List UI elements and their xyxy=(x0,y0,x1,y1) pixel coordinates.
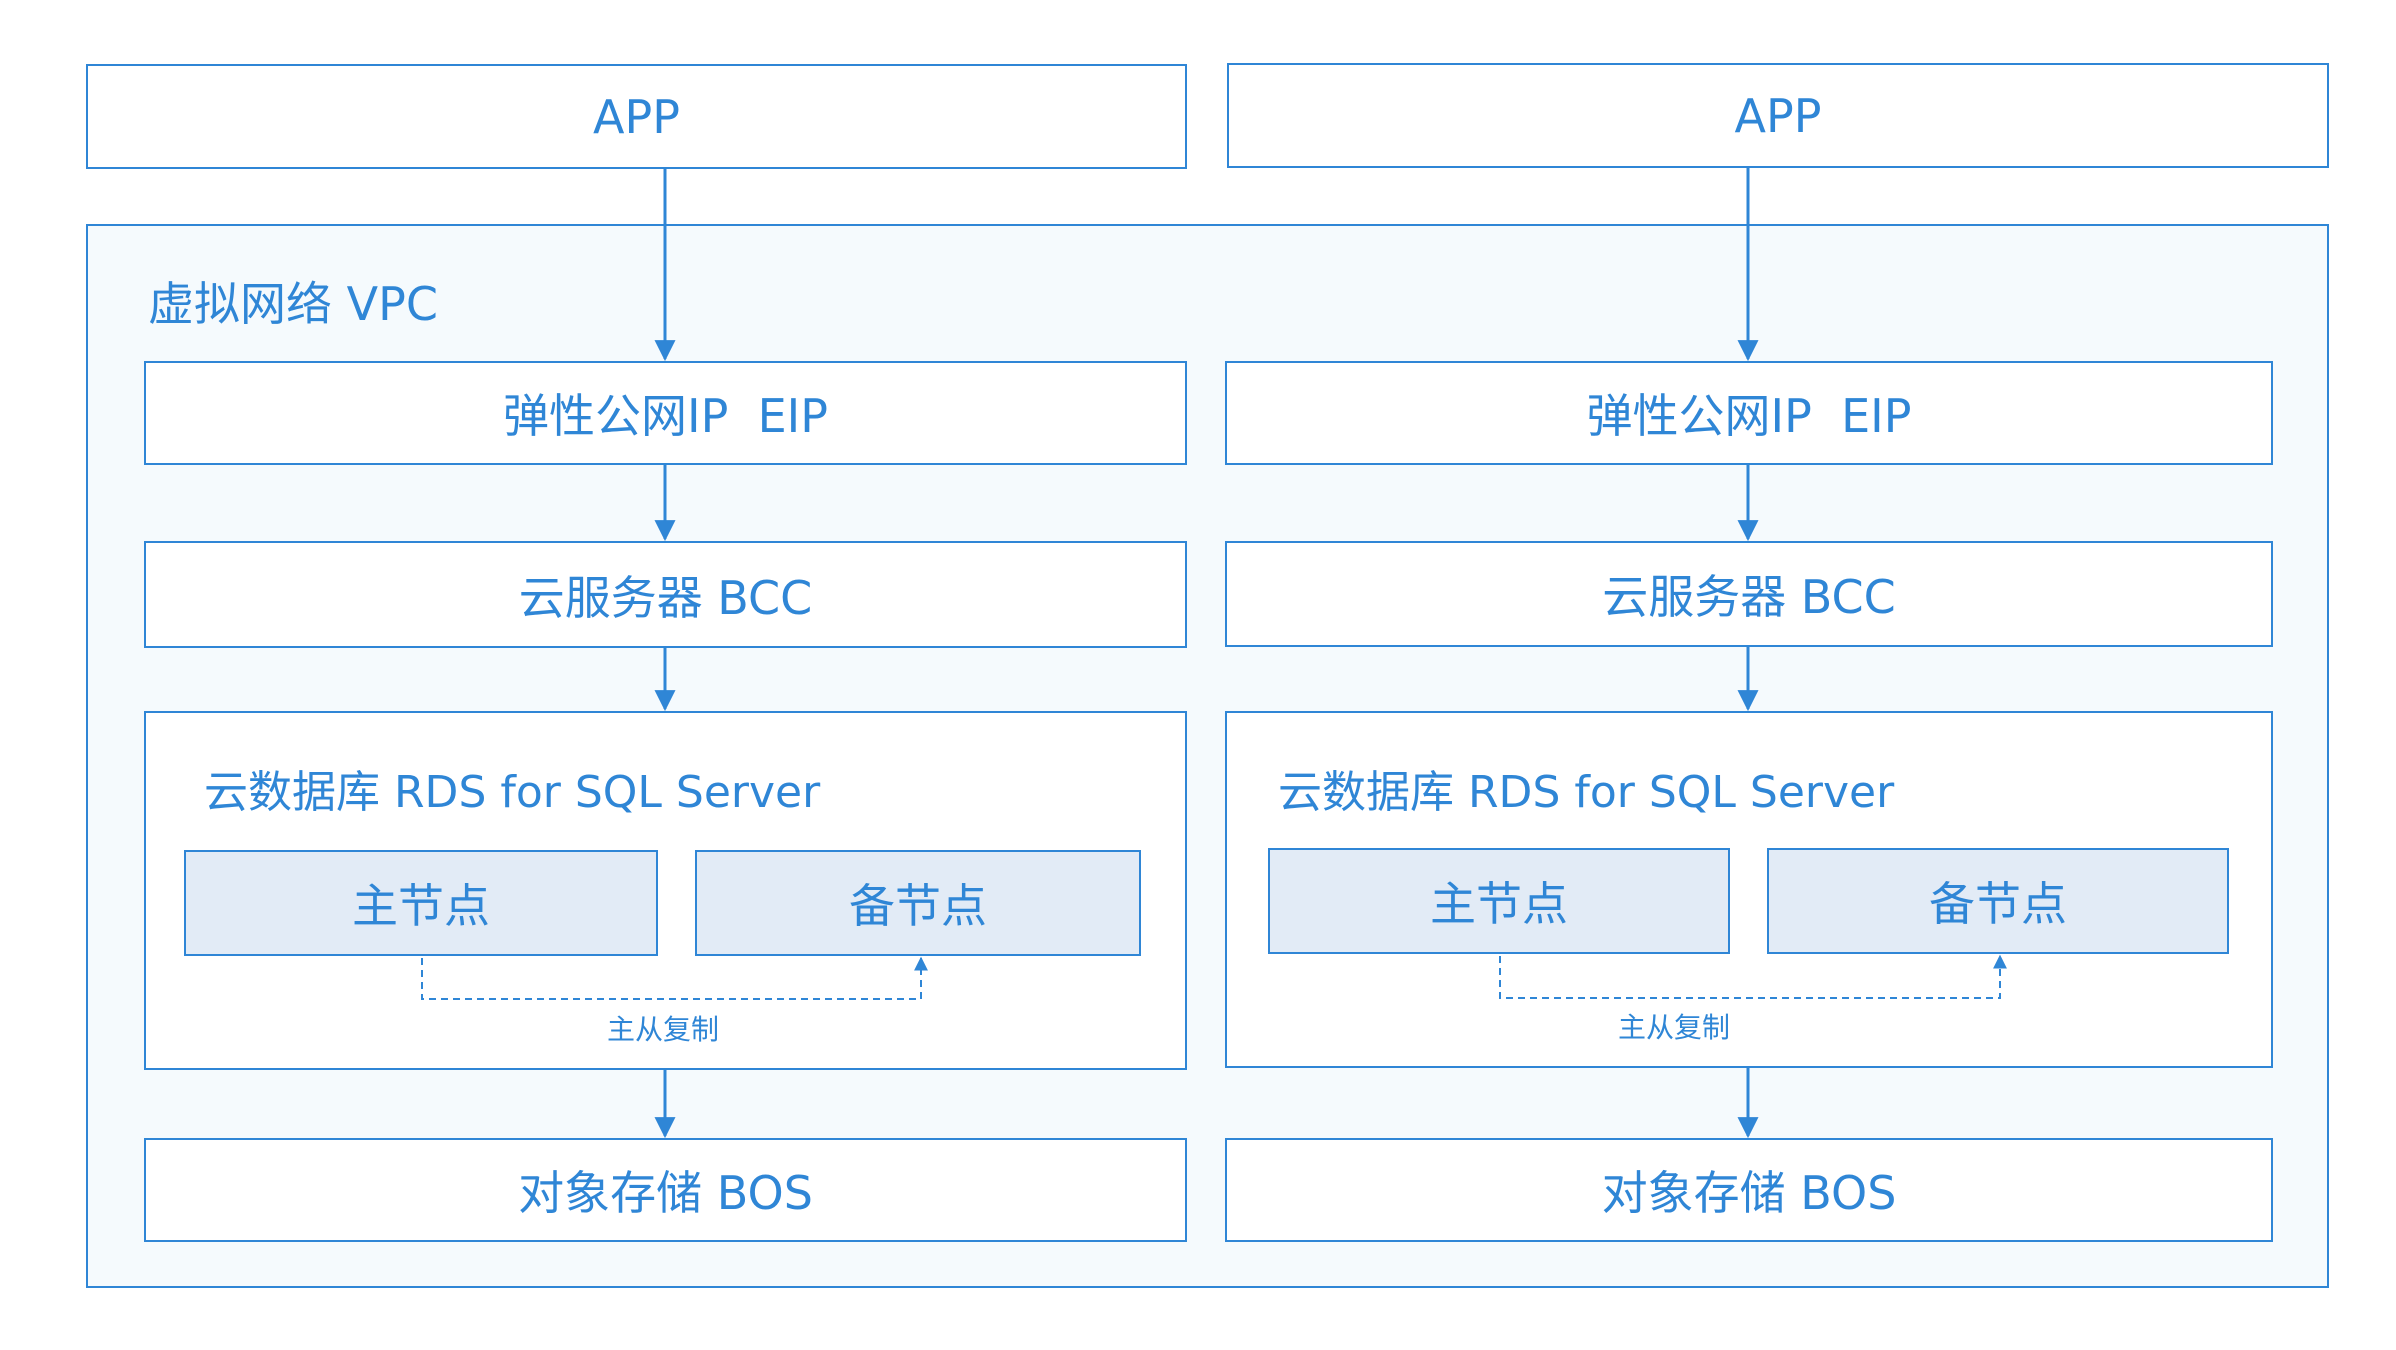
app-box-right: APP xyxy=(1227,63,2329,168)
primary-node-label: 主节点 xyxy=(1430,877,1568,931)
bcc-box-left: 云服务器 BCC xyxy=(144,541,1187,648)
rds-title-left: 云数据库 RDS for SQL Server xyxy=(204,767,821,818)
app-label: APP xyxy=(1734,88,1822,143)
standby-node-label: 备节点 xyxy=(1929,877,2067,931)
primary-node-right: 主节点 xyxy=(1268,848,1730,954)
bos-box-right: 对象存储 BOS xyxy=(1225,1138,2273,1242)
replication-label-left: 主从复制 xyxy=(606,1013,720,1046)
primary-node-left: 主节点 xyxy=(184,850,658,956)
app-label: APP xyxy=(593,89,680,144)
app-box-left: APP xyxy=(86,64,1187,169)
bos-box-left: 对象存储 BOS xyxy=(144,1138,1187,1242)
standby-node-left: 备节点 xyxy=(695,850,1141,956)
bcc-label: 云服务器 BCC xyxy=(1602,570,1896,624)
eip-label: 弹性公网IP EIP xyxy=(503,389,828,443)
eip-box-right: 弹性公网IP EIP xyxy=(1225,361,2273,465)
eip-label: 弹性公网IP EIP xyxy=(1586,389,1912,443)
rds-title-right: 云数据库 RDS for SQL Server xyxy=(1278,767,1895,818)
vpc-label: 虚拟网络 VPC xyxy=(148,277,438,331)
eip-box-left: 弹性公网IP EIP xyxy=(144,361,1187,465)
bos-label: 对象存储 BOS xyxy=(1601,1166,1897,1220)
bcc-box-right: 云服务器 BCC xyxy=(1225,541,2273,647)
standby-node-label: 备节点 xyxy=(849,879,987,933)
bos-label: 对象存储 BOS xyxy=(518,1166,813,1220)
bcc-label: 云服务器 BCC xyxy=(518,570,813,625)
primary-node-label: 主节点 xyxy=(352,879,490,933)
replication-label-right: 主从复制 xyxy=(1617,1011,1731,1044)
standby-node-right: 备节点 xyxy=(1767,848,2229,954)
